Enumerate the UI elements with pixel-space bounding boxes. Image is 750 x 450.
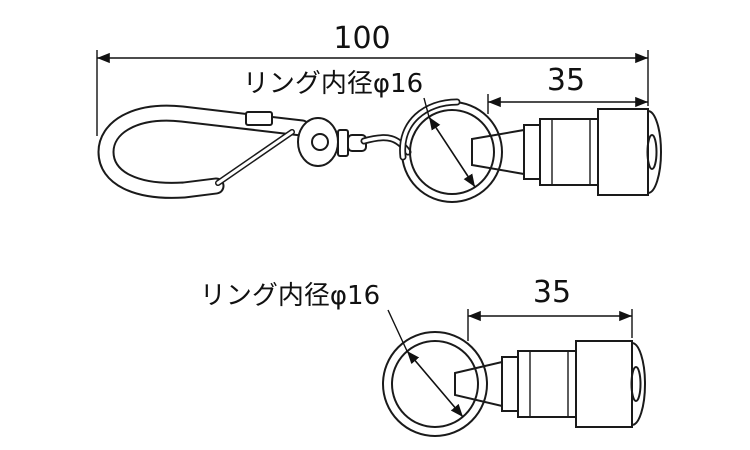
snap-hook-gate-core (216, 130, 294, 185)
coupler-neck (471, 128, 525, 176)
leader-line (387, 309, 408, 352)
key-ring (382, 331, 488, 437)
dimension-barrel-35-bottom: 35 (467, 275, 633, 341)
ring-diameter-callout-top: リング内径φ16 (243, 69, 476, 188)
coupler (501, 340, 646, 428)
diameter-arrow (428, 116, 476, 188)
diameter-arrow (406, 350, 464, 418)
swivel-link (337, 129, 349, 157)
gate-keeper (245, 111, 273, 126)
ring-diameter-label: リング内径φ16 (243, 69, 423, 99)
overall-dimension-value: 100 (333, 21, 390, 56)
wire-loop-core (400, 100, 459, 159)
leader-line (423, 97, 430, 118)
coupler-end-cap (647, 109, 662, 195)
bottom-view: 35 リング内径φ16 (200, 275, 646, 437)
end-cap-bore (646, 134, 658, 170)
key-ring (399, 98, 503, 203)
coupler-end-cap (631, 341, 646, 427)
hook-eye-hole (311, 133, 329, 151)
ring-diameter-callout-bottom: リング内径φ16 (200, 281, 464, 418)
coupler-collar (523, 124, 541, 180)
top-view: 100 35 リング内径φ16 (96, 21, 662, 203)
coupler-body (517, 350, 577, 418)
ring-outer (382, 331, 488, 437)
ring-inner (409, 109, 495, 195)
barrel-dimension-value: 35 (547, 63, 585, 98)
dimension-barrel-35-top: 35 (487, 63, 648, 114)
dimension-overall-100: 100 (96, 21, 649, 136)
snap-hook-body-core (99, 106, 309, 197)
coupler (523, 108, 662, 196)
knurled-grip (575, 340, 633, 428)
end-cap-bore (630, 366, 642, 402)
ring-inner (391, 340, 479, 428)
snap-hook (97, 104, 339, 199)
knurled-grip (597, 108, 649, 196)
barrel-dimension-value: 35 (533, 275, 571, 310)
coupler-collar (501, 356, 519, 412)
coupler-body (539, 118, 599, 186)
ring-diameter-label: リング内径φ16 (200, 281, 380, 311)
